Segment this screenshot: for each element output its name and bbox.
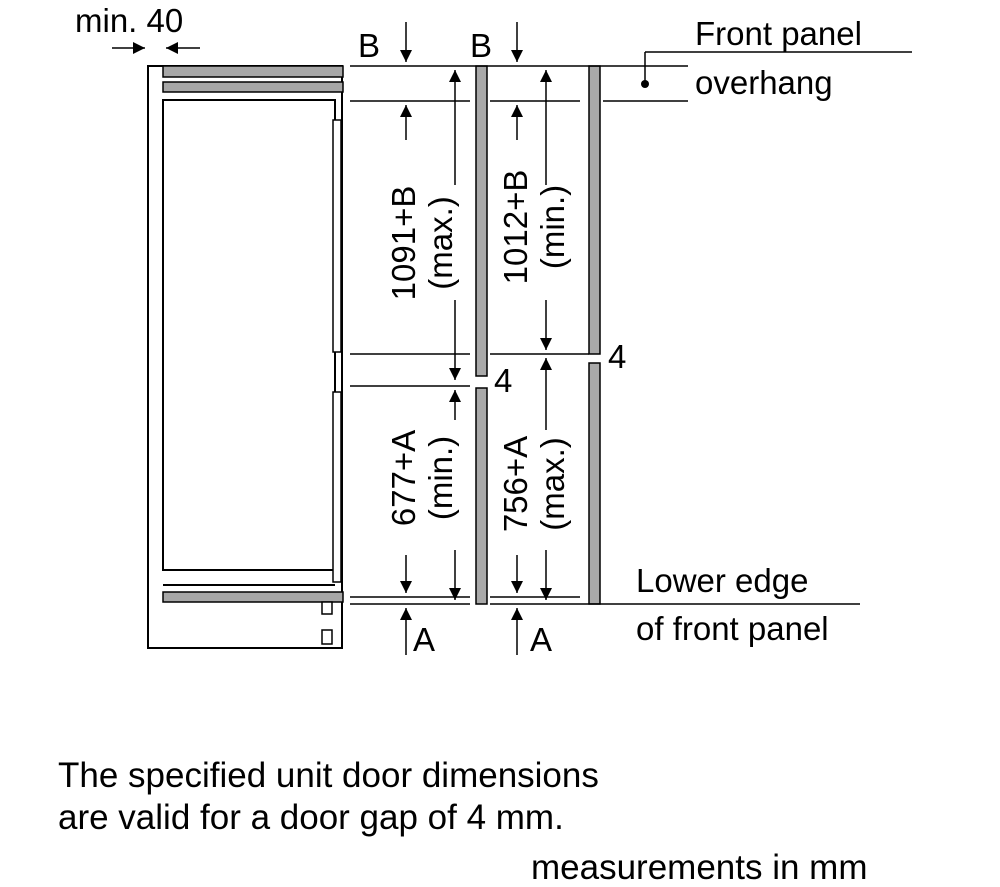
reference-lines	[350, 52, 860, 605]
lower-edge-label-1: Lower edge	[636, 562, 808, 599]
gap-label-left: 4	[494, 362, 512, 399]
dimension-arrows	[112, 22, 552, 655]
upper-min-label: 1012+B	[497, 170, 534, 285]
b-label-right: B	[470, 27, 492, 64]
lower-edge-label-2: of front panel	[636, 610, 829, 647]
lower-min-label: 677+A	[385, 430, 422, 526]
upper-max-label: 1091+B	[385, 186, 422, 301]
lower-max-note: (max.)	[534, 437, 571, 531]
upper-min-note: (min.)	[534, 185, 571, 269]
a-label-right: A	[530, 621, 552, 658]
front-overhang-label-1: Front panel	[695, 15, 862, 52]
door-gap-note-line-2: are valid for a door gap of 4 mm.	[58, 798, 564, 837]
appliance-hinges	[321, 119, 342, 645]
a-label-left: A	[413, 621, 435, 658]
units-note: measurements in mm	[531, 848, 868, 887]
appliance-body	[147, 65, 343, 649]
appliance-grey-bars	[162, 65, 344, 603]
upper-max-note: (max.)	[422, 196, 459, 290]
lower-max-label: 756+A	[497, 436, 534, 532]
overhang-dot	[641, 80, 649, 88]
front-overhang-label-2: overhang	[695, 64, 833, 101]
b-label-left: B	[358, 27, 380, 64]
lower-min-note: (min.)	[422, 436, 459, 520]
gap-label-right: 4	[608, 338, 626, 375]
min-gap-label: min. 40	[75, 2, 183, 39]
door-gap-note-line-1: The specified unit door dimensions	[58, 756, 599, 795]
